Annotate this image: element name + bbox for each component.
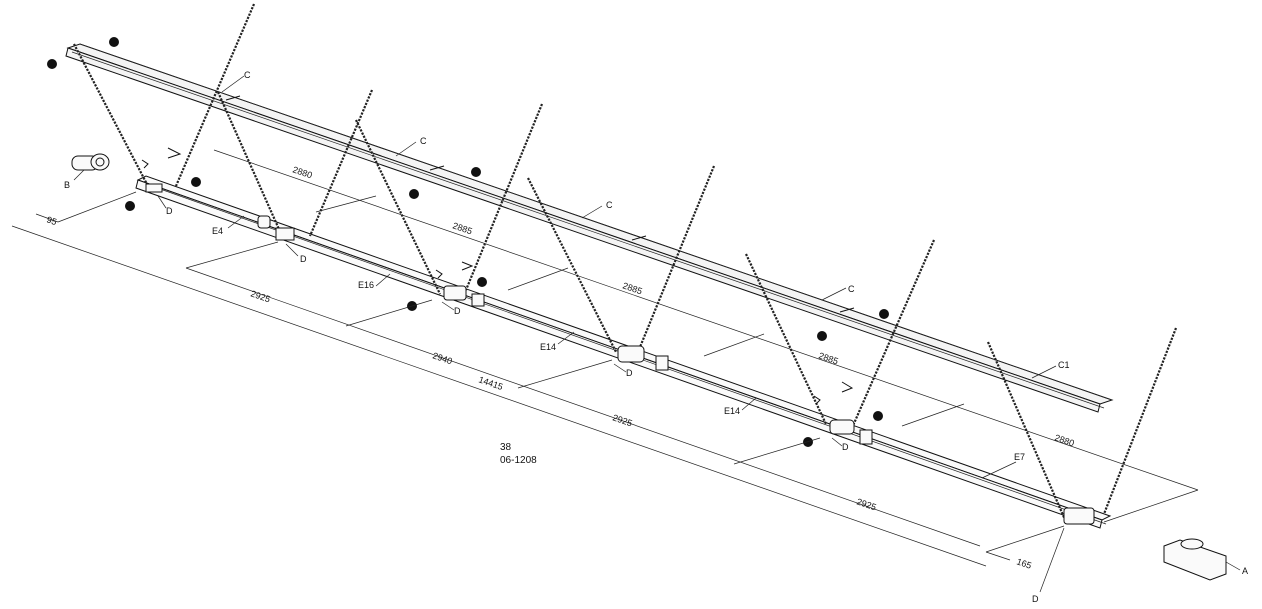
label-bar-e14-2: E14: [724, 406, 740, 416]
dim-bar-4: 2925: [855, 496, 877, 512]
clamps: [145, 183, 1095, 525]
chains: [73, 3, 1178, 523]
chain-2b: [308, 89, 374, 237]
chain-6b: [1102, 327, 1178, 515]
dim-rail-4: 2885: [817, 350, 839, 366]
label-bar-e14-1: E14: [540, 342, 556, 352]
chain-1a: [73, 43, 151, 191]
label-angle-c-4: C: [848, 284, 855, 294]
label-bar-e16: E16: [358, 280, 374, 290]
label-angle-c-2: C: [420, 136, 427, 146]
bracket-5: [859, 429, 873, 445]
label-clamp-d-5: D: [842, 442, 849, 452]
dim-total: 14415: [477, 374, 504, 392]
end-part-a: [1163, 538, 1241, 581]
dim-bar-1: 2925: [249, 288, 271, 304]
dim-rail-5: 2880: [1053, 432, 1075, 448]
dim-bar-2: 2940: [431, 350, 453, 366]
dim-rail-2: 2885: [451, 220, 473, 236]
drawing-note: 38 06-1208: [500, 442, 537, 466]
label-bar-e7: E7: [1014, 452, 1025, 462]
chain-3b: [464, 103, 544, 291]
bracket-2: [257, 215, 271, 229]
chain-4b: [636, 165, 716, 353]
label-angle-c1: C1: [1058, 360, 1070, 370]
loose-parts: [141, 147, 854, 405]
label-clamp-d-1: D: [166, 206, 173, 216]
chain-4a: [527, 177, 617, 353]
chain-1b: [174, 3, 256, 187]
dimension-lines: [11, 149, 1199, 567]
clamp-6: [1063, 507, 1095, 525]
label-end-a: A: [1242, 566, 1248, 576]
bracket-4: [655, 355, 669, 371]
dim-rail-3: 2885: [621, 280, 643, 296]
chain-2a: [216, 91, 284, 237]
dim-offset-left: 95: [45, 214, 58, 227]
end-part-b: [71, 153, 110, 181]
chain-3a: [355, 119, 441, 295]
note-line-2: 06-1208: [500, 455, 537, 466]
label-clamp-d-4: D: [626, 368, 633, 378]
leader-lines: [157, 75, 1065, 593]
bracket-3: [471, 293, 485, 307]
clamp-1: [145, 183, 163, 193]
bolt-markers: [47, 37, 889, 447]
part-labels: C C C C C1 D D D D D D E4 E16 E14 E14 E7…: [64, 70, 1248, 604]
note-line-1: 38: [500, 442, 512, 453]
label-clamp-d-3: D: [454, 306, 461, 316]
label-end-b: B: [64, 180, 70, 190]
clamp-5: [829, 419, 855, 435]
label-angle-c-3: C: [606, 200, 613, 210]
angle-rail: [65, 43, 1114, 413]
clamp-4: [617, 345, 645, 363]
dim-offset-right: 165: [1015, 556, 1032, 570]
dim-bar-3: 2925: [611, 412, 633, 428]
chain-5b: [850, 239, 936, 429]
label-clamp-d-2: D: [300, 254, 307, 264]
label-clamp-d-6: D: [1032, 594, 1039, 604]
chain-6a: [986, 341, 1068, 523]
clamp-2: [275, 227, 295, 241]
clamp-3: [443, 285, 467, 301]
label-angle-c-1: C: [244, 70, 251, 80]
label-bar-e4: E4: [212, 226, 223, 236]
